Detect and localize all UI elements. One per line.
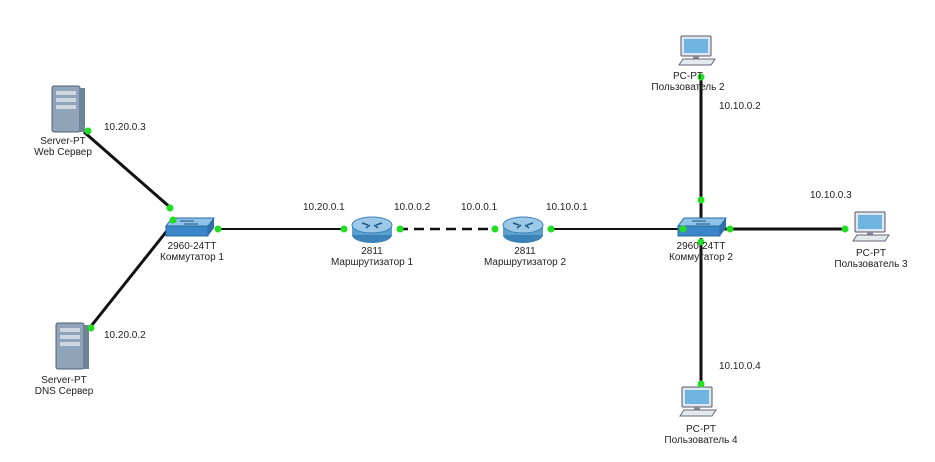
device-model: 2811 [514, 246, 536, 257]
device-name: Пользователь 4 [664, 435, 738, 446]
port-up-indicator [697, 196, 705, 204]
router-icon[interactable] [351, 216, 393, 243]
ip-label-web: 10.20.0.3 [104, 122, 146, 133]
server-icon[interactable] [51, 85, 85, 133]
port-up-indicator [214, 225, 222, 233]
device-model: Server-PT [40, 136, 86, 147]
link-web-switch1[interactable] [83, 130, 173, 211]
pc4-label: PC-PT Пользователь 4 [664, 424, 737, 446]
switch-icon[interactable] [677, 217, 727, 237]
ip-label-pc2: 10.10.0.2 [719, 101, 761, 112]
device-name: Web Сервер [34, 147, 92, 158]
port-indicators [84, 73, 849, 388]
router2-label: 2811 Маршрутизатор 2 [484, 246, 566, 268]
pc3-label: PC-PT Пользователь 3 [834, 248, 907, 270]
ip-label-r1-wan: 10.0.0.2 [394, 202, 431, 213]
switch2-label: 2960-24TT Коммутатор 2 [669, 241, 733, 263]
switch1-label: 2960-24TT Коммутатор 1 [160, 241, 224, 263]
ip-label-r1-lan: 10.20.0.1 [303, 202, 345, 213]
port-up-indicator [87, 324, 95, 332]
ip-label-dns: 10.20.0.2 [104, 330, 146, 341]
device-name: DNS Сервер [34, 386, 94, 397]
port-up-indicator [491, 225, 499, 233]
pc-icon[interactable] [679, 386, 717, 417]
switch-icon[interactable] [165, 217, 215, 237]
port-up-indicator [697, 238, 705, 246]
device-name: Коммутатор 1 [160, 252, 224, 263]
device-model: PC-PT [672, 71, 703, 82]
port-up-indicator [697, 380, 705, 388]
device-model: Server-PT [41, 375, 87, 386]
port-up-indicator [84, 127, 92, 135]
link-dns-switch1[interactable] [86, 221, 176, 331]
port-up-indicator [697, 73, 705, 81]
device-model: 2960-24TT [167, 241, 217, 252]
port-up-indicator [547, 225, 555, 233]
port-up-indicator [166, 204, 174, 212]
port-up-indicator [169, 216, 177, 224]
server-web-label: Server-PT Web Сервер [34, 136, 92, 158]
ip-label-r2-wan: 10.0.0.1 [461, 202, 498, 213]
pc-icon[interactable] [852, 211, 890, 242]
port-up-indicator [679, 225, 687, 233]
device-name: Пользователь 2 [651, 82, 725, 93]
device-name: Маршрутизатор 1 [330, 257, 414, 268]
links [83, 79, 848, 392]
port-up-indicator [396, 225, 404, 233]
device-model: 2960-24TT [676, 241, 726, 252]
device-name: Пользователь 3 [834, 259, 908, 270]
ip-label-r2-lan: 10.10.0.1 [546, 202, 588, 213]
device-model: 2811 [361, 246, 383, 257]
ip-label-pc3: 10.10.0.3 [810, 190, 852, 201]
port-up-indicator [340, 225, 348, 233]
router1-label: 2811 Маршрутизатор 1 [331, 246, 413, 268]
port-up-indicator [841, 225, 849, 233]
ip-label-pc4: 10.10.0.4 [719, 361, 761, 372]
router-icon[interactable] [502, 216, 544, 243]
pc2-label: PC-PT Пользователь 2 [651, 71, 724, 93]
device-model: PC-PT [855, 248, 886, 259]
port-up-indicator [726, 225, 734, 233]
device-name: Коммутатор 2 [669, 252, 733, 263]
device-model: PC-PT [685, 424, 716, 435]
device-name: Маршрутизатор 2 [483, 257, 567, 268]
server-icon[interactable] [55, 322, 89, 370]
server-dns-label: Server-PT DNS Сервер [35, 375, 94, 397]
pc-icon[interactable] [678, 35, 716, 66]
